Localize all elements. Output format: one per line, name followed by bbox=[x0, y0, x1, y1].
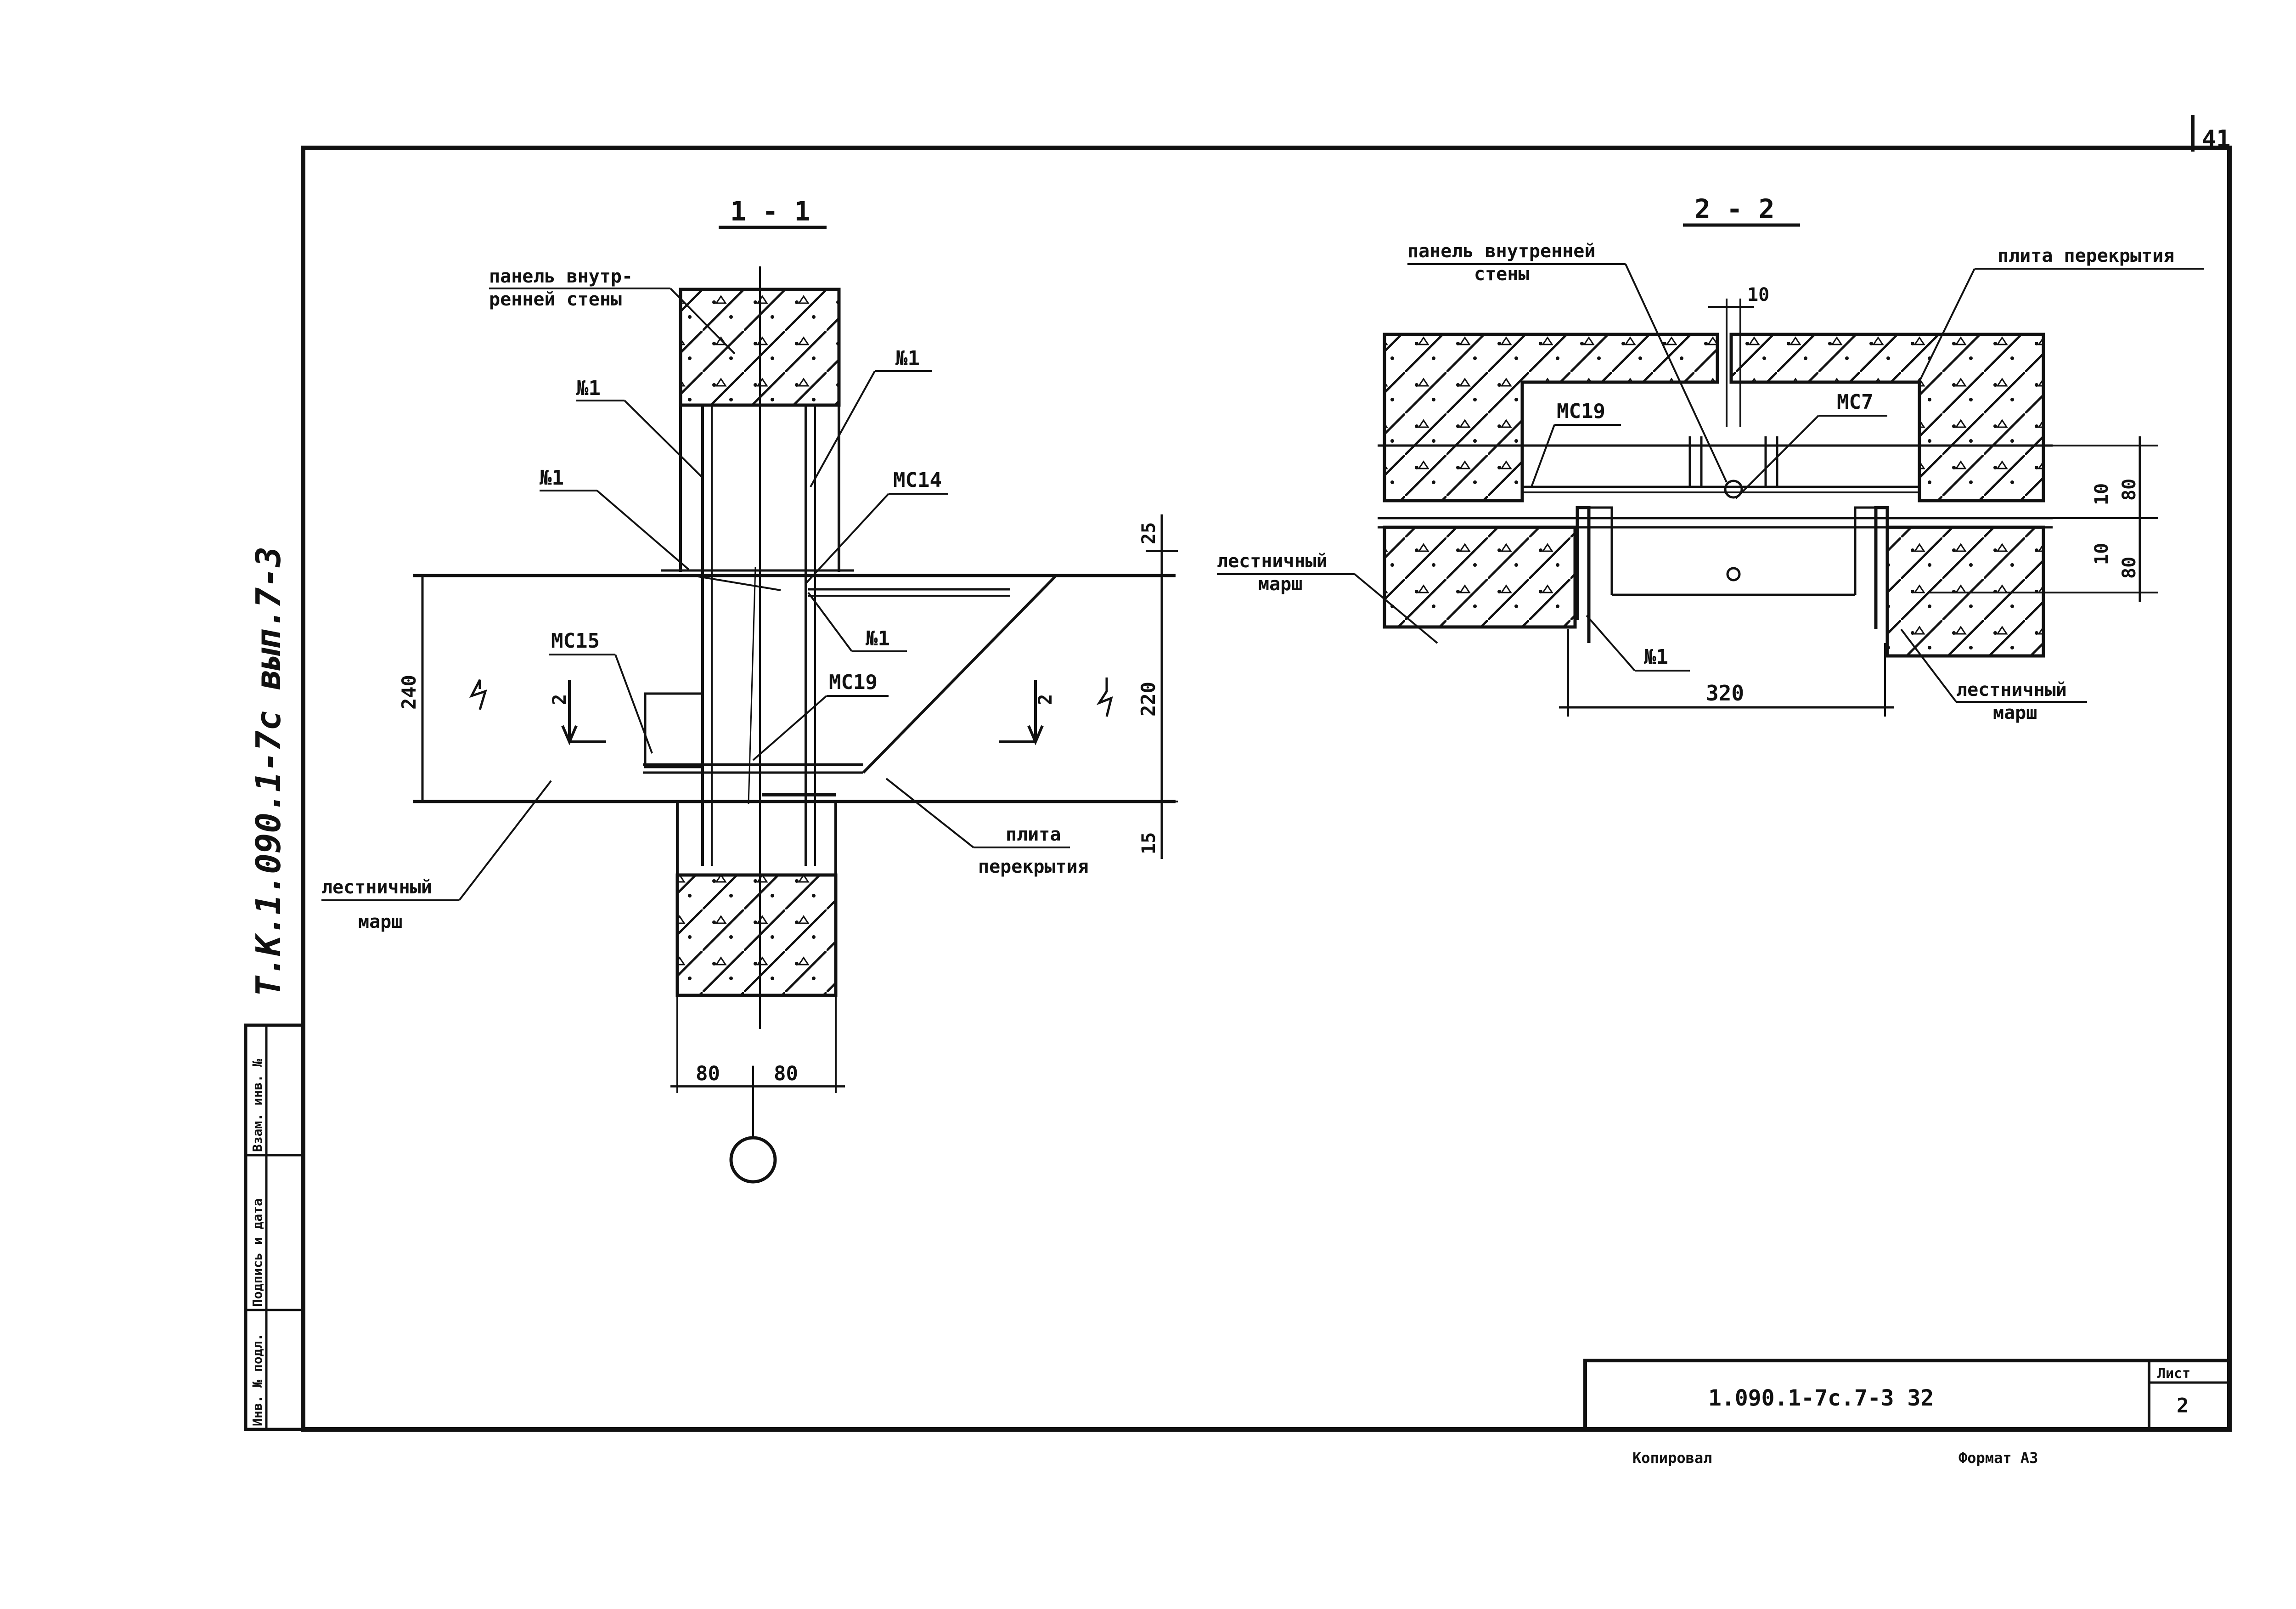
footer-copy: Копировал bbox=[1632, 1449, 1712, 1467]
axis-marker-circle bbox=[729, 1136, 777, 1184]
cut-mark-2-left: 2 bbox=[549, 694, 570, 705]
label-2-mc19: МС19 bbox=[1557, 400, 1605, 423]
label-stair-flight-line2: марш bbox=[358, 911, 402, 932]
dim-80-right: 80 bbox=[774, 1062, 798, 1085]
label-2-stair-left-line1: лестничный bbox=[1217, 551, 1328, 572]
section-2-2: 2 - 2 10 10 80 10 80 bbox=[1217, 193, 2204, 723]
dim-10-b: 10 bbox=[2091, 543, 2112, 565]
stamp-column-inv-no: Инв. № подл. bbox=[250, 1333, 265, 1426]
sheet-label: Лист bbox=[2157, 1366, 2190, 1382]
label-wall-panel-line2: ренней стены bbox=[489, 289, 622, 310]
label-2-mc7: МС7 bbox=[1837, 390, 1873, 414]
footer-format: Формат А3 bbox=[1958, 1449, 2038, 1467]
section-1-title: 1 - 1 bbox=[730, 196, 810, 227]
dim-240: 240 bbox=[398, 675, 420, 710]
label-mc15: МС15 bbox=[551, 629, 600, 653]
section-1-1: 1 - 1 bbox=[321, 196, 1178, 1184]
label-2-w1: №1 bbox=[1644, 645, 1668, 669]
label-stair-flight-line1: лестничный bbox=[321, 877, 432, 898]
lower-wall-panel bbox=[675, 873, 838, 997]
page-number: 41 bbox=[2202, 125, 2231, 153]
center-marker bbox=[1726, 567, 1741, 581]
label-2-wall-panel-line2: стены bbox=[1474, 264, 1529, 285]
dim-80-a: 80 bbox=[2119, 479, 2140, 501]
dim-80-left: 80 bbox=[696, 1062, 720, 1085]
dim-25: 25 bbox=[1138, 522, 1159, 544]
dim-220: 220 bbox=[1137, 682, 1159, 717]
upper-slab-left bbox=[1383, 333, 1719, 502]
section-2-title: 2 - 2 bbox=[1694, 193, 1775, 225]
dim-15: 15 bbox=[1138, 832, 1159, 854]
dim-10-a: 10 bbox=[2091, 483, 2112, 505]
label-2-wall-panel-line1: панель внутренней bbox=[1407, 241, 1595, 262]
side-stamp-handwritten: Т.К.1.090.1-7с вып.7-3 bbox=[249, 547, 288, 997]
stamp-column-replace-inv: Взам. инв. № bbox=[250, 1059, 265, 1152]
label-2-stair-right-line1: лестничный bbox=[1956, 679, 2067, 700]
sheet-number: 2 bbox=[2177, 1394, 2189, 1417]
sheet-frame: 41 bbox=[301, 115, 2232, 1432]
upper-slab-right bbox=[1729, 333, 2045, 502]
drawing-designation: 1.090.1-7с.7-3 32 bbox=[1708, 1385, 1934, 1411]
label-wall-panel-line1: панель внутр- bbox=[489, 266, 633, 287]
label-floor-slab-line1: плита bbox=[1006, 824, 1061, 845]
cut-mark-2-right: 2 bbox=[1035, 694, 1056, 705]
stamp-column-signature: Подпись и дата bbox=[250, 1198, 265, 1307]
label-2-stair-left-line2: марш bbox=[1258, 574, 1302, 595]
label-mc19: МС19 bbox=[829, 671, 878, 694]
label-w1-lower: №1 bbox=[866, 627, 890, 650]
label-2-stair-right-line2: марш bbox=[1993, 702, 2037, 723]
label-w1-upper-left: №1 bbox=[576, 377, 601, 400]
label-floor-slab-line2: перекрытия bbox=[978, 856, 1089, 877]
left-stamp-strip: Инв. № подл. Подпись и дата Взам. инв. № bbox=[244, 1023, 305, 1431]
label-w1-upper-right: №1 bbox=[895, 347, 920, 370]
dim-320: 320 bbox=[1706, 681, 1744, 706]
title-block: 1.090.1-7с.7-3 32 Лист 2 bbox=[1583, 1359, 2231, 1431]
dim-10-top: 10 bbox=[1747, 284, 1769, 305]
label-2-floor-slab: плита перекрытия bbox=[1998, 245, 2174, 266]
label-w1-mid-left: №1 bbox=[540, 466, 564, 490]
dim-80-b: 80 bbox=[2119, 557, 2140, 579]
label-mc14: МС14 bbox=[893, 469, 942, 492]
lower-left-stair bbox=[1383, 525, 1577, 629]
